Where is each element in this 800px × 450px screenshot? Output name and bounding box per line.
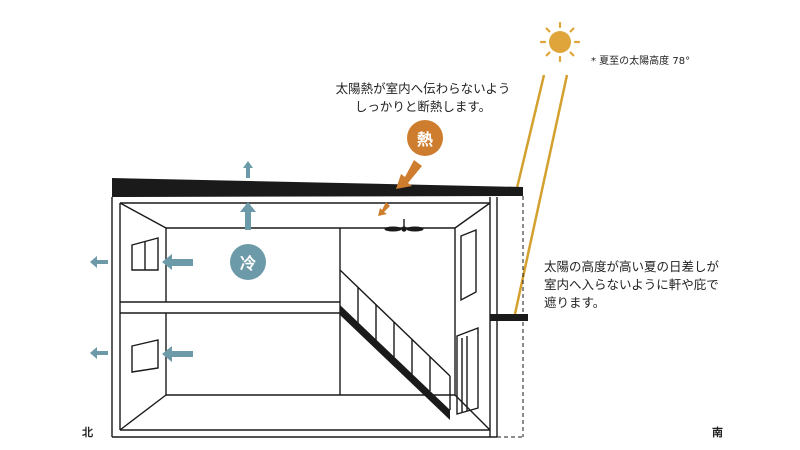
window-north-lower <box>131 339 159 373</box>
heat-badge: 熱 <box>407 120 443 156</box>
ceiling-fan-icon <box>384 219 424 232</box>
sun-altitude-note: * 夏至の太陽高度 78° <box>591 56 691 67</box>
door-south-lower <box>456 326 479 415</box>
insulation-note-line-1: 太陽熱が室内へ伝わらないよう <box>335 81 511 96</box>
eaves-note: 太陽の高度が高い夏の日差しが 室内へ入らないように軒や庇で 遮ります。 <box>544 258 744 312</box>
eaves-note-line-3: 遮ります。 <box>544 295 606 310</box>
vent-arrow-left-upper-icon <box>90 256 108 268</box>
insulation-note: 太陽熱が室内へ伝わらないよう しっかりと断熱します。 <box>316 80 530 116</box>
south-label: 南 <box>712 426 723 439</box>
eaves-note-line-2: 室内へ入らないように軒や庇で <box>544 277 719 292</box>
north-label: 北 <box>82 426 93 439</box>
sun-rays <box>513 74 569 315</box>
insulation-note-line-2: しっかりと断熱します。 <box>354 99 492 114</box>
eaves-canopy <box>490 196 528 438</box>
eaves-note-line-1: 太陽の高度が高い夏の日差しが <box>544 259 720 274</box>
heat-arrow-icon <box>396 160 422 189</box>
vent-arrow-left-lower-icon <box>90 347 108 359</box>
vent-arrow-up-roof-icon <box>243 161 253 178</box>
roof-slab <box>112 178 523 197</box>
cool-arrow-left-upper-icon <box>162 254 193 270</box>
cool-arrow-up-icon <box>240 202 256 230</box>
cool-arrow-left-lower-icon <box>162 346 193 362</box>
window-north-upper <box>131 237 159 271</box>
window-south-upper <box>460 228 477 302</box>
sun-icon <box>539 21 581 63</box>
heat-arrow-small-icon <box>378 202 390 216</box>
cool-badge: 冷 <box>230 244 266 280</box>
staircase <box>339 269 451 420</box>
